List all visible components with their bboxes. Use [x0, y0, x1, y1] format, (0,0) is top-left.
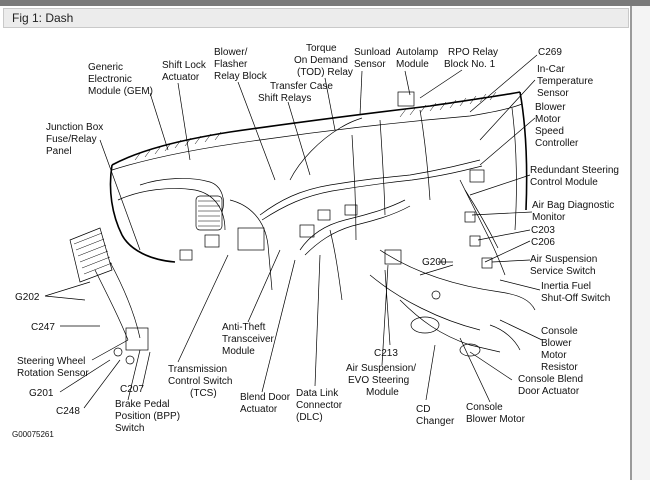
label-bpp-1: Brake Pedal — [115, 399, 169, 410]
label-airbag-1: Air Bag Diagnostic — [532, 200, 614, 211]
label-incar-temp-1: In-Car — [537, 64, 565, 75]
label-blower-speed-1: Blower — [535, 102, 566, 113]
label-incar-temp-3: Sensor — [537, 88, 569, 99]
dashboard-drawing — [69, 91, 536, 365]
label-incar-temp-2: Temperature — [537, 76, 594, 87]
label-console-blower-1: Console — [466, 402, 503, 413]
label-bpp-2: Position (BPP) — [115, 411, 180, 422]
label-autolamp-1: Autolamp — [396, 47, 439, 58]
label-c269: C269 — [538, 47, 562, 58]
label-console-resistor-2: Blower — [541, 338, 572, 349]
label-dlc-3: (DLC) — [296, 412, 323, 423]
label-blend-door-2: Actuator — [240, 404, 278, 415]
label-tod-1: Torque — [306, 43, 337, 54]
figure-header: Fig 1: Dash — [3, 8, 629, 28]
label-airbag-2: Monitor — [532, 212, 566, 223]
label-tcs-3: (TCS) — [190, 388, 217, 399]
label-steering-wheel-1: Steering Wheel — [17, 356, 85, 367]
label-c248: C248 — [56, 406, 80, 417]
label-tod-3: (TOD) Relay — [297, 67, 353, 78]
label-steering-wheel-2: Rotation Sensor — [17, 368, 89, 379]
label-anti-theft-2: Transceiver — [222, 334, 275, 345]
top-border — [0, 0, 650, 6]
right-margin — [632, 6, 650, 480]
label-air-susp-evo-2: EVO Steering — [348, 375, 409, 386]
label-transfer-case-1: Transfer Case — [270, 81, 333, 92]
label-redundant-steering-1: Redundant Steering — [530, 165, 619, 176]
figure-code: G00075261 — [12, 430, 54, 439]
right-border — [630, 6, 632, 480]
label-shift-lock-1: Shift Lock — [162, 60, 207, 71]
label-dlc-2: Connector — [296, 400, 343, 411]
label-transfer-case-2: Shift Relays — [258, 93, 311, 104]
label-console-resistor-1: Console — [541, 326, 578, 337]
label-console-blend-1: Console Blend — [518, 374, 583, 385]
label-redundant-steering-2: Control Module — [530, 177, 598, 188]
label-junction-box-1: Junction Box — [46, 122, 103, 133]
label-blower-flasher-1: Blower/ — [214, 47, 248, 58]
label-blower-speed-4: Controller — [535, 138, 579, 149]
label-air-susp-switch-2: Service Switch — [530, 266, 596, 277]
label-rpo-2: Block No. 1 — [444, 59, 496, 70]
label-g202: G202 — [15, 292, 40, 303]
figure-title: Fig 1: Dash — [12, 11, 74, 25]
label-sunload-1: Sunload — [354, 47, 391, 58]
label-blower-speed-3: Speed — [535, 126, 564, 137]
label-blower-flasher-3: Relay Block — [214, 71, 268, 82]
label-tcs-2: Control Switch — [168, 376, 232, 387]
label-console-resistor-3: Motor — [541, 350, 567, 361]
label-console-resistor-4: Resistor — [541, 362, 578, 373]
label-blower-speed-2: Motor — [535, 114, 561, 125]
label-tcs-1: Transmission — [168, 364, 227, 375]
label-g201: G201 — [29, 388, 54, 399]
label-shift-lock-2: Actuator — [162, 72, 200, 83]
label-rpo-1: RPO Relay — [448, 47, 498, 58]
label-cd-changer-2: Changer — [416, 416, 455, 427]
label-gem-3: Module (GEM) — [88, 86, 153, 97]
label-console-blend-2: Door Actuator — [518, 386, 580, 397]
label-gem-1: Generic — [88, 62, 123, 73]
label-air-susp-evo-3: Module — [366, 387, 399, 398]
label-bpp-3: Switch — [115, 423, 144, 434]
label-junction-box-3: Panel — [46, 146, 72, 157]
label-anti-theft-1: Anti-Theft — [222, 322, 266, 333]
leader-lines — [44, 54, 543, 409]
label-junction-box-2: Fuse/Relay — [46, 134, 97, 145]
label-c203: C203 — [531, 225, 555, 236]
label-gem-2: Electronic — [88, 74, 132, 85]
label-air-susp-evo-1: Air Suspension/ — [346, 363, 416, 374]
label-c213: C213 — [374, 348, 398, 359]
label-blend-door-1: Blend Door — [240, 392, 291, 403]
label-dlc-1: Data Link — [296, 388, 339, 399]
label-console-blower-2: Blower Motor — [466, 414, 526, 425]
label-anti-theft-3: Module — [222, 346, 255, 357]
label-air-susp-switch-1: Air Suspension — [530, 254, 597, 265]
label-blower-flasher-2: Flasher — [214, 59, 248, 70]
label-c206: C206 — [531, 237, 555, 248]
component-labels: Generic Electronic Module (GEM) Shift Lo… — [12, 43, 619, 439]
label-autolamp-2: Module — [396, 59, 429, 70]
label-c207: C207 — [120, 384, 144, 395]
label-sunload-2: Sensor — [354, 59, 386, 70]
label-c247: C247 — [31, 322, 55, 333]
label-g200: G200 — [422, 257, 447, 268]
label-tod-2: On Demand — [294, 55, 348, 66]
label-inertia-1: Inertia Fuel — [541, 281, 591, 292]
label-inertia-2: Shut-Off Switch — [541, 293, 610, 304]
label-cd-changer-1: CD — [416, 404, 430, 415]
